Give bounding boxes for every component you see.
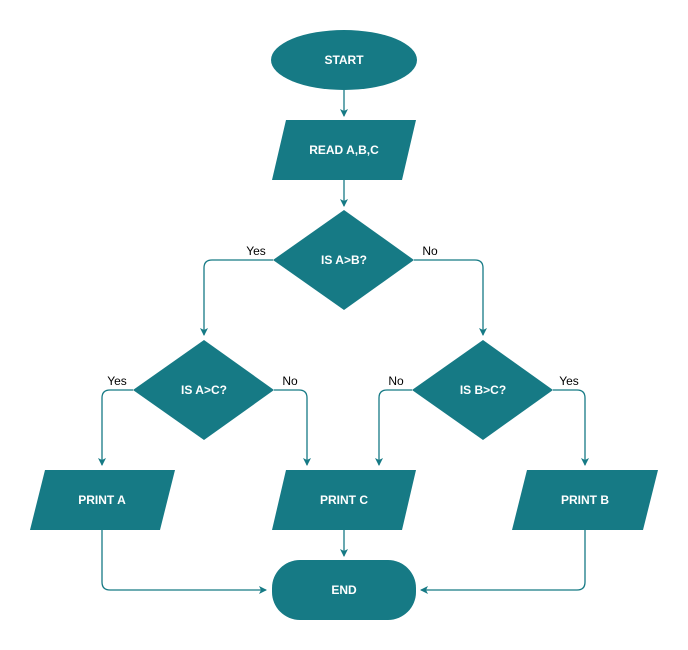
edge-decision-ab-yes <box>200 259 273 336</box>
edge-label-ac-yes: Yes <box>107 374 127 388</box>
edge-decision-ab-no <box>414 259 487 336</box>
edge-decision-bc-yes <box>553 389 589 466</box>
edge-label-ac-no: No <box>282 374 298 388</box>
end-rounded-rect <box>272 560 416 620</box>
node-read-label: READ A,B,C <box>309 143 379 157</box>
print-b-parallelogram <box>512 470 658 530</box>
node-end[interactable]: END <box>272 560 416 620</box>
node-decision-bc-label: IS B>C? <box>460 383 506 397</box>
edge-label-bc-no: No <box>388 374 404 388</box>
node-print-a-label: PRINT A <box>78 493 126 507</box>
edge-label-ab-yes: Yes <box>246 244 266 258</box>
edge-print-b-to-end <box>420 530 586 594</box>
node-start[interactable]: START <box>271 30 417 90</box>
node-print-b-label: PRINT B <box>561 493 609 507</box>
start-ellipse <box>271 30 417 90</box>
node-decision-ac[interactable]: IS A>C? <box>133 340 274 440</box>
node-print-c[interactable]: PRINT C <box>272 470 416 530</box>
edge-print-a-to-end <box>101 530 267 594</box>
edge-label-ab-no: No <box>422 244 438 258</box>
node-start-label: START <box>324 53 364 67</box>
edge-label-bc-yes: Yes <box>559 374 579 388</box>
edge-decision-bc-no <box>375 389 412 466</box>
read-parallelogram <box>272 120 416 180</box>
print-a-parallelogram <box>30 470 175 530</box>
node-decision-ac-label: IS A>C? <box>181 383 227 397</box>
edge-decision-ac-yes <box>98 389 133 466</box>
node-print-c-label: PRINT C <box>320 493 368 507</box>
node-read[interactable]: READ A,B,C <box>272 120 416 180</box>
decision-bc-diamond <box>412 340 553 440</box>
decision-ab-diamond <box>273 210 414 310</box>
edge-decision-ac-no <box>274 389 311 466</box>
connectors <box>98 90 589 594</box>
node-end-label: END <box>331 583 357 597</box>
node-print-b[interactable]: PRINT B <box>512 470 658 530</box>
print-c-parallelogram <box>272 470 416 530</box>
node-decision-ab[interactable]: IS A>B? <box>273 210 414 310</box>
decision-ac-diamond <box>133 340 274 440</box>
edge-labels: Yes No Yes No No Yes <box>107 244 579 388</box>
node-decision-ab-label: IS A>B? <box>321 253 367 267</box>
node-decision-bc[interactable]: IS B>C? <box>412 340 553 440</box>
node-print-a[interactable]: PRINT A <box>30 470 175 530</box>
